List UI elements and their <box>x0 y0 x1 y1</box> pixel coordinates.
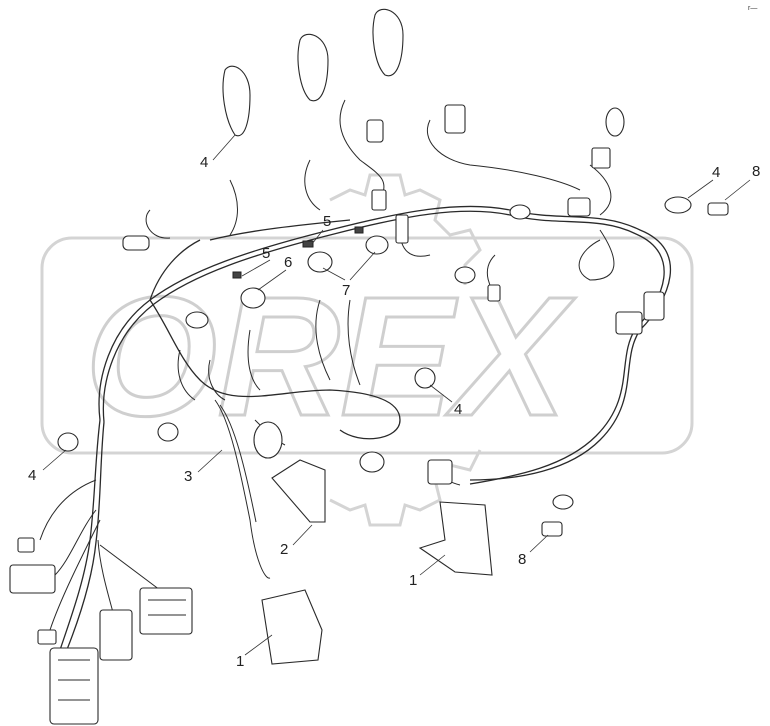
clamp-7a <box>307 251 333 273</box>
clamp-7b <box>365 235 389 255</box>
callout-4-center: 4 <box>454 401 462 418</box>
cable-tie-mid <box>509 204 531 220</box>
cable-tie-loop-3 <box>372 8 404 77</box>
bracket-2 <box>271 459 326 523</box>
ecu-connector-right <box>139 587 193 635</box>
callout-6: 6 <box>284 254 292 271</box>
cable-tie-right <box>664 196 692 214</box>
ecu-connector-large <box>49 647 99 725</box>
leader-lines <box>42 134 751 656</box>
callout-3: 3 <box>184 468 192 485</box>
bracket-1-bottom <box>261 589 323 665</box>
watermark-text: OREX <box>85 262 575 452</box>
connector-top <box>444 104 466 134</box>
cable-tie-loop-2 <box>297 33 329 102</box>
callout-8-bottom: 8 <box>518 551 526 568</box>
callout-4-top-left: 4 <box>200 154 208 171</box>
callout-labels: 4 4 3 2 1 1 4 4 8 8 5 5 6 7 <box>28 154 760 670</box>
connector-left-small <box>17 537 35 553</box>
cable-tie-left-4 <box>57 432 79 452</box>
callout-5-left: 5 <box>262 245 270 262</box>
clamp-6 <box>240 287 266 309</box>
cable-tie-left <box>185 311 209 329</box>
callout-5-right: 5 <box>323 213 331 230</box>
callout-4-right: 4 <box>712 164 720 181</box>
callout-8-top: 8 <box>752 163 760 180</box>
cable-tie-right-top <box>605 107 625 137</box>
connectors <box>9 104 665 725</box>
callout-7: 7 <box>342 282 350 299</box>
connector-right-2 <box>615 311 643 335</box>
cable-tie-bottom-right <box>552 494 574 510</box>
ecu-connector-mid <box>99 609 133 661</box>
cable-tie-bottom <box>359 451 385 473</box>
brackets <box>261 202 729 665</box>
bolt-5b <box>302 240 314 248</box>
connector-mid <box>371 189 387 211</box>
connector-round <box>253 421 283 459</box>
callout-2: 2 <box>280 541 288 558</box>
watermark: OREX <box>40 173 694 527</box>
connector-small <box>487 284 501 302</box>
cable-tie-4 <box>414 367 436 389</box>
callout-1-bottom: 1 <box>236 653 244 670</box>
clamps-and-bolts <box>232 226 389 309</box>
washer-8-bottom <box>541 521 563 537</box>
callout-1-right: 1 <box>409 572 417 589</box>
bolt-5c <box>354 226 364 234</box>
cable-ties <box>57 8 692 510</box>
washer-8-top <box>707 202 729 216</box>
connector-upper <box>366 119 384 143</box>
connector-mid-2 <box>395 214 409 244</box>
connector-right-top <box>591 147 611 169</box>
cable-tie-far-left <box>122 235 150 251</box>
callout-4-left: 4 <box>28 467 36 484</box>
connector-bottom-right <box>427 459 453 485</box>
cable-tie-center <box>454 266 476 284</box>
bracket-1-right <box>418 501 493 576</box>
connector-left-block <box>9 564 56 594</box>
lower-harness-branch <box>39 419 161 653</box>
connector-right-mid <box>567 197 591 217</box>
cable-tie-lower <box>157 422 179 442</box>
corner-mark: r— <box>748 5 757 12</box>
connector-left-2 <box>37 629 57 645</box>
cable-tie-loop-1 <box>222 65 251 137</box>
bolt-5a <box>232 271 242 279</box>
connector-right <box>643 291 665 321</box>
